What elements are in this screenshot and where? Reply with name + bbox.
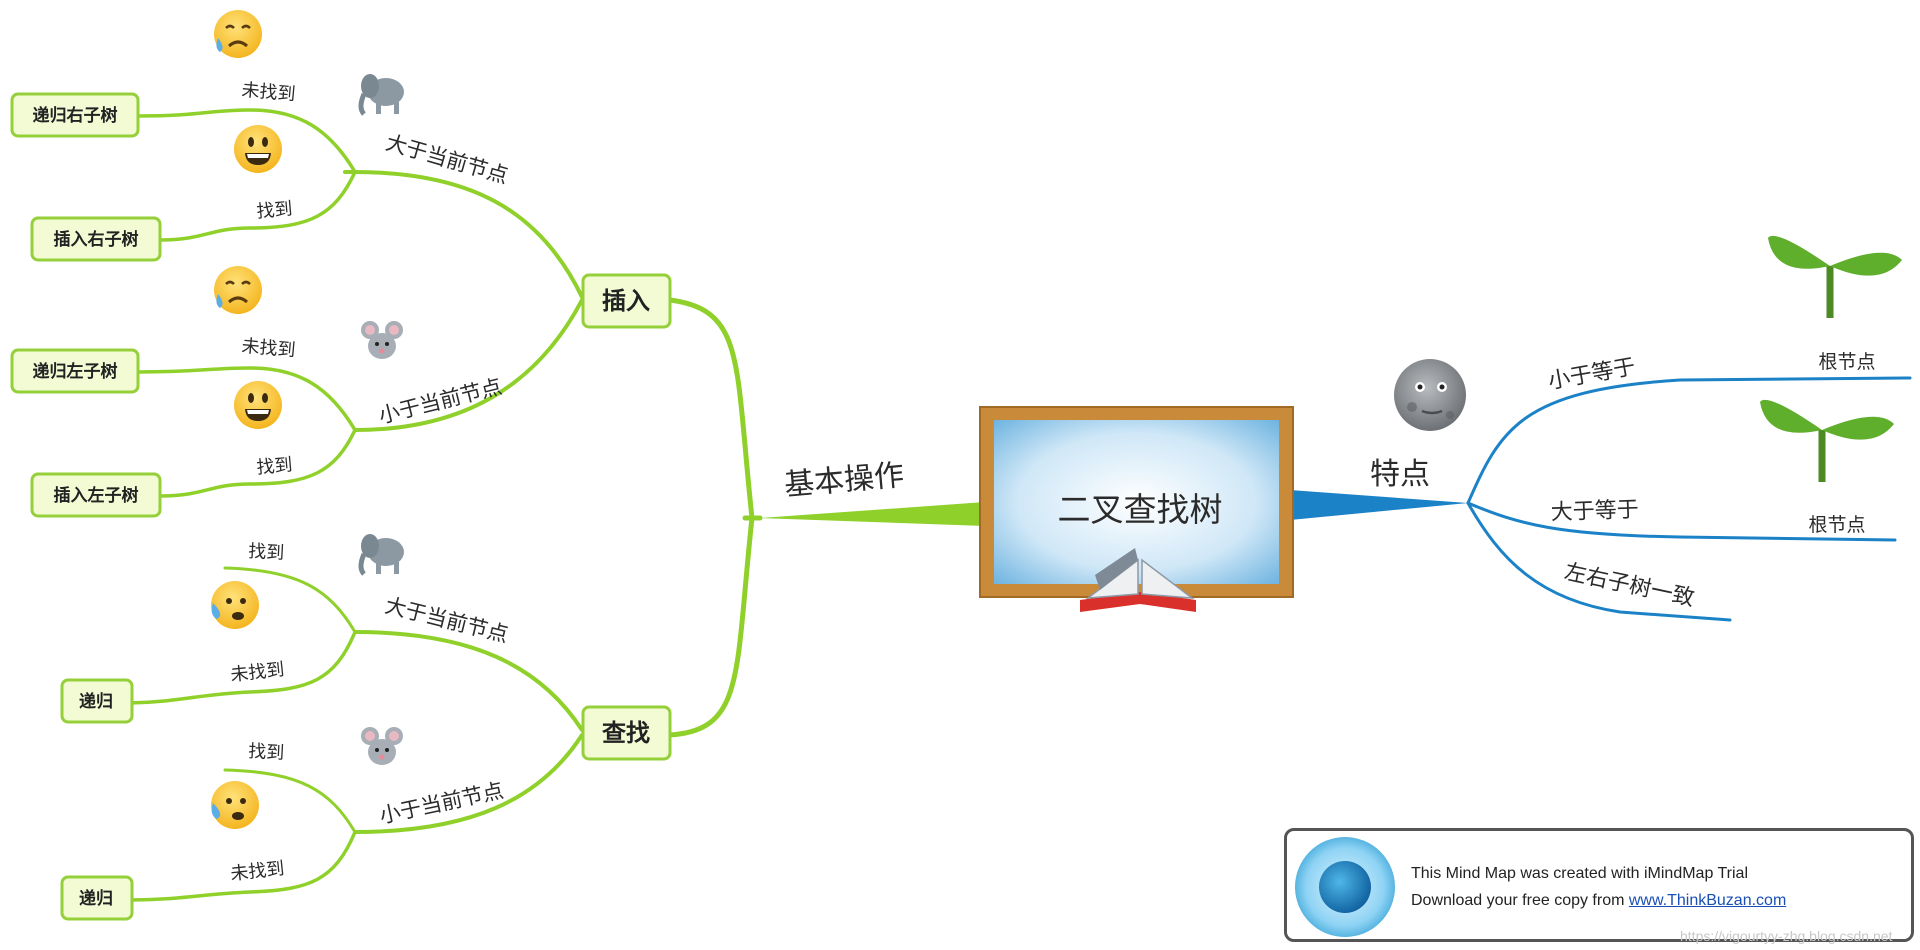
ig-notfound-action-node[interactable]: 递归右子树 [10,92,140,138]
sl-found-label[interactable]: 找到 [248,741,285,764]
open-book-icon [1080,548,1196,612]
branch-il-notfound [136,366,357,432]
banner-link[interactable]: www.ThinkBuzan.com [1628,892,1787,909]
sl-notfound-action-label: 递归 [79,888,113,909]
branch-sg-notfound [128,630,357,705]
ig-found-action-label: 插入右子树 [54,229,139,250]
il-found-action-node[interactable]: 插入左子树 [30,472,162,518]
sl-notfound-action-node[interactable]: 递归 [60,875,134,921]
banner-line1: This Mind Map was created with iMindMap … [1411,865,1749,882]
branch-le [1466,376,1912,505]
branch-sl-notfound [128,830,357,902]
search-node[interactable]: 查找 [581,705,672,761]
elephant-icon [358,534,404,576]
sad-sweat-face-icon [214,266,262,314]
ge-label[interactable]: 大于等于 [1550,497,1639,525]
search-less-label[interactable]: 小于当前节点 [377,778,505,828]
mouse-icon [361,727,403,765]
sg-notfound-action-node[interactable]: 递归 [60,678,134,724]
banner-line2-prefix: Download your free copy from [1411,892,1629,909]
grinning-face-icon [234,125,282,173]
new-moon-face-icon [1394,359,1466,431]
seedling-icon [1768,235,1902,318]
branch-search-greater [353,630,584,732]
grinning-face-icon [234,381,282,429]
il-found-label[interactable]: 找到 [256,454,294,478]
branch-ge [1466,501,1897,542]
trial-banner: This Mind Map was created with iMindMap … [1284,828,1914,942]
branch-ig-found [158,170,357,242]
insert-greater-label[interactable]: 大于当前节点 [383,130,511,188]
branch-sl-found [223,768,357,834]
ig-found-label[interactable]: 找到 [256,198,294,222]
left-branches [128,108,985,902]
branch-ig-notfound [136,108,357,174]
branch-sg-found [223,566,357,634]
elephant-icon [358,74,404,116]
features-branch-label[interactable]: 特点 [1370,457,1430,492]
main-branch-basic-ops [760,502,985,526]
il-found-action-label: 插入左子树 [54,485,139,506]
insert-label: 插入 [602,287,650,315]
branch-il-found [158,428,357,498]
ge-target-label[interactable]: 根节点 [1808,514,1865,536]
ig-found-action-node[interactable]: 插入右子树 [30,216,162,262]
branch-insert-less [353,298,584,432]
mouse-icon [361,321,403,359]
branch-consistent [1466,501,1732,622]
ig-notfound-action-label: 递归右子树 [33,105,118,126]
branch-to-insert [667,297,755,521]
sg-notfound-action-label: 递归 [79,691,113,712]
sl-notfound-label[interactable]: 未找到 [229,858,285,885]
seedling-icon [1760,399,1894,482]
sg-notfound-label[interactable]: 未找到 [229,659,285,686]
main-branch-features [1290,490,1468,520]
sad-sweat-face-icon [214,10,262,58]
watermark: https://vigourtyy-zhg.blog.csdn.net [1680,928,1893,944]
search-label: 查找 [602,719,650,747]
central-topic[interactable]: 二叉查找树 [979,406,1294,612]
ig-notfound-label[interactable]: 未找到 [241,80,297,106]
branch-insert-greater [343,170,584,299]
branch-to-search [667,515,755,738]
right-branches [1290,376,1912,622]
il-notfound-action-node[interactable]: 递归左子树 [10,348,140,394]
main-branch-label[interactable]: 基本操作 [783,458,906,503]
imindmap-logo-icon [1295,837,1395,937]
anxious-face-icon [211,581,259,629]
sg-found-label[interactable]: 找到 [248,541,285,564]
insert-node[interactable]: 插入 [581,273,672,329]
il-notfound-action-label: 递归左子树 [33,361,118,382]
le-label[interactable]: 小于等于 [1546,355,1637,395]
branch-search-less [353,733,584,834]
central-title: 二叉查找树 [1058,490,1223,529]
anxious-face-icon [211,781,259,829]
le-target-label[interactable]: 根节点 [1818,351,1875,373]
il-notfound-label[interactable]: 未找到 [241,336,297,362]
banner-line2: Download your free copy from www.ThinkBu… [1411,892,1786,910]
